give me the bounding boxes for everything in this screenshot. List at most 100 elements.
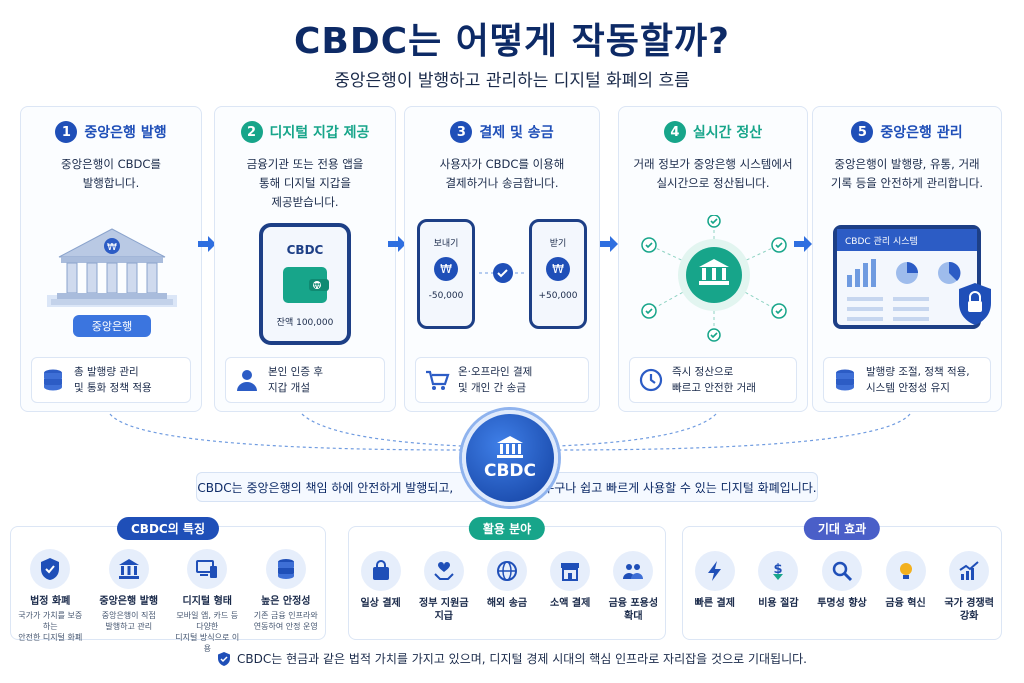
effects-panel: 기대 효과 빠른 결제 $ 비용 절감 투명성 향상 금융 혁신 국가 경쟁력 … <box>682 517 1002 640</box>
effect-label: 투명성 향상 <box>817 598 867 609</box>
use-label: 해외 송금 <box>486 598 528 609</box>
database-icon <box>44 369 62 391</box>
receive-label: 받기 <box>549 239 567 249</box>
feature-item: 디지털 형태 모바일 앱, 카드 등 다양한 디지털 방식으로 이용 <box>172 549 242 654</box>
effect-item: 금융 혁신 <box>877 551 935 623</box>
flow-arrow-icon <box>794 236 812 252</box>
step-title: 중앙은행 발행 <box>84 125 167 141</box>
database-icon <box>277 559 294 579</box>
feature-desc: 중앙은행이 직접 발행하고 관리 <box>101 611 156 631</box>
bank-building-icon: ₩ <box>47 228 177 307</box>
effects-tag: 기대 효과 <box>803 517 881 540</box>
central-bank-label: 중앙은행 <box>73 315 151 337</box>
step-number: 1 <box>55 121 78 143</box>
shopping-cart-icon <box>426 370 450 390</box>
step-number: 3 <box>450 121 473 143</box>
won-coin-icon: ₩ <box>546 257 570 281</box>
step-card-4: 4 실시간 정산 거래 정보가 중앙은행 시스템에서 실시간으로 정산됩니다. <box>618 106 808 412</box>
bank-icon <box>497 436 523 458</box>
step-footnote: 본인 인증 후 지갑 개설 <box>225 357 385 403</box>
step-footnote-text: 온·오프라인 결제 및 개인 간 송금 <box>458 366 533 394</box>
step-footnote-text: 발행량 조절, 정책 적용, 시스템 안정성 유지 <box>866 366 970 394</box>
banner-text-right: 누구나 쉽고 빠르게 사용할 수 있는 디지털 화폐입니다. <box>543 480 817 495</box>
send-label: 보내기 <box>433 239 459 249</box>
step-card-3: 3 결제 및 송금 사용자가 CBDC를 이용해 결제하거나 송금합니다. 보내… <box>404 106 600 412</box>
shield-check-icon <box>41 558 60 580</box>
step-title: 중앙은행 관리 <box>880 125 963 141</box>
step-number: 4 <box>663 121 686 143</box>
footer-text: CBDC는 현금과 같은 법적 가치를 가지고 있으며, 디지털 경제 시대의 … <box>237 652 807 666</box>
page-title: CBDC는 어떻게 작동할까? <box>293 21 731 62</box>
store-icon <box>561 563 580 581</box>
won-coin-icon: ₩ <box>434 257 458 281</box>
step-footnote: 온·오프라인 결제 및 개인 간 송금 <box>415 357 589 403</box>
step-title: 디지털 지갑 제공 <box>269 125 370 141</box>
flow-arrow-icon <box>600 236 618 252</box>
page-subtitle: 중앙은행이 발행하고 관리하는 디지털 화폐의 흐름 <box>334 71 690 91</box>
footer-note: CBDC는 현금과 같은 법적 가치를 가지고 있으며, 디지털 경제 시대의 … <box>0 650 1024 667</box>
use-label: 소액 결제 <box>550 598 591 609</box>
shopping-bag-icon <box>372 560 389 580</box>
settlement-illustration <box>619 214 807 345</box>
hub-label: CBDC <box>483 461 537 481</box>
user-icon <box>237 370 257 391</box>
feature-desc: 기존 금융 인프라와 연동하여 안정 운영 <box>253 611 318 631</box>
phone-wallet-illustration: CBDC ₩ 잔액 100,000 <box>215 215 395 345</box>
heart-hands-icon <box>434 562 454 580</box>
security-lock-icon <box>959 283 991 325</box>
phone-frame: CBDC ₩ 잔액 100,000 <box>259 223 351 345</box>
use-label: 일상 결제 <box>360 598 401 609</box>
uses-panel: 활용 분야 일상 결제 정부 지원금 지급 해외 송금 소액 결제 금융 포용성… <box>348 517 666 640</box>
step-card-5: 5 중앙은행 관리 중앙은행이 발행량, 유통, 거래 기록 등을 안전하게 관… <box>812 106 1002 412</box>
step-description: 중앙은행이 발행량, 유통, 거래 기록 등을 안전하게 관리합니다. <box>830 157 984 190</box>
step-footnote: 즉시 정산으로 빠르고 안전한 거래 <box>629 357 797 403</box>
wallet-icon: ₩ <box>283 267 329 303</box>
receiver-phone: 받기 ₩ +50,000 <box>529 219 587 329</box>
dollar-down-icon: $ <box>773 562 784 580</box>
step-footnote-text: 본인 인증 후 지갑 개설 <box>268 366 323 394</box>
effect-label: 비용 절감 <box>758 598 799 609</box>
use-item: 금융 포용성 확대 <box>604 551 662 623</box>
phone-title: CBDC <box>286 243 324 257</box>
database-icon <box>836 369 854 391</box>
central-bank-illustration: ₩ 중앙은행 <box>21 215 201 345</box>
effect-item: 투명성 향상 <box>813 551 871 623</box>
svg-text:$: $ <box>774 562 783 577</box>
use-label: 금융 포용성 확대 <box>608 598 659 622</box>
step-card-2: 2 디지털 지갑 제공 금융기관 또는 전용 앱을 통해 디지털 지갑을 제공받… <box>214 106 396 412</box>
effect-label: 국가 경쟁력 강화 <box>944 598 994 622</box>
dashboard-charts-icon <box>847 259 961 321</box>
shield-check-icon <box>218 651 230 666</box>
step-description: 사용자가 CBDC를 이용해 결제하거나 송금합니다. <box>439 157 565 190</box>
feature-item: 법정 화폐 국가가 가치를 보증하는 안전한 디지털 화폐 <box>15 549 85 654</box>
clock-icon <box>639 368 663 392</box>
feature-desc: 모바일 앱, 카드 등 다양한 디지털 방식으로 이용 <box>175 611 240 653</box>
uses-tag: 활용 분야 <box>468 517 546 540</box>
step-footnote-text: 총 발행량 관리 및 통화 정책 적용 <box>74 366 152 394</box>
svg-text:₩: ₩ <box>107 242 117 253</box>
step-footnote: 총 발행량 관리 및 통화 정책 적용 <box>31 357 191 403</box>
feature-item: 중앙은행 발행 중앙은행이 직접 발행하고 관리 <box>94 549 164 654</box>
banner-text-left: CBDC는 중앙은행의 책임 하에 안전하게 발행되고, <box>197 480 454 495</box>
feature-label: 법정 화폐 <box>30 596 71 607</box>
wallet-balance: 잔액 100,000 <box>276 318 334 328</box>
effect-item: 국가 경쟁력 강화 <box>940 551 998 623</box>
growth-chart-icon <box>959 561 979 580</box>
feature-desc: 국가가 가치를 보증하는 안전한 디지털 화폐 <box>18 611 83 642</box>
effect-label: 금융 혁신 <box>885 598 926 609</box>
step-number: 2 <box>240 121 263 143</box>
feature-label: 높은 안정성 <box>261 596 311 607</box>
step-title: 실시간 정산 <box>692 125 763 141</box>
flow-arrow-icon <box>198 236 216 252</box>
feature-label: 중앙은행 발행 <box>99 596 159 607</box>
use-item: 소액 결제 <box>541 551 599 623</box>
step-footnote: 발행량 조절, 정책 적용, 시스템 안정성 유지 <box>823 357 991 403</box>
features-panel: CBDC의 특징 법정 화폐 국가가 가치를 보증하는 안전한 디지털 화폐 중… <box>10 517 326 653</box>
people-icon <box>623 564 644 579</box>
globe-icon <box>496 561 517 581</box>
management-system-illustration: CBDC 관리 시스템 <box>813 215 1001 345</box>
use-label: 정부 지원금 지급 <box>419 598 469 622</box>
feature-item: 높은 안정성 기존 금융 인프라와 연동하여 안정 운영 <box>251 549 321 654</box>
send-amount: -50,000 <box>428 291 464 301</box>
transfer-check-icon <box>479 263 527 283</box>
